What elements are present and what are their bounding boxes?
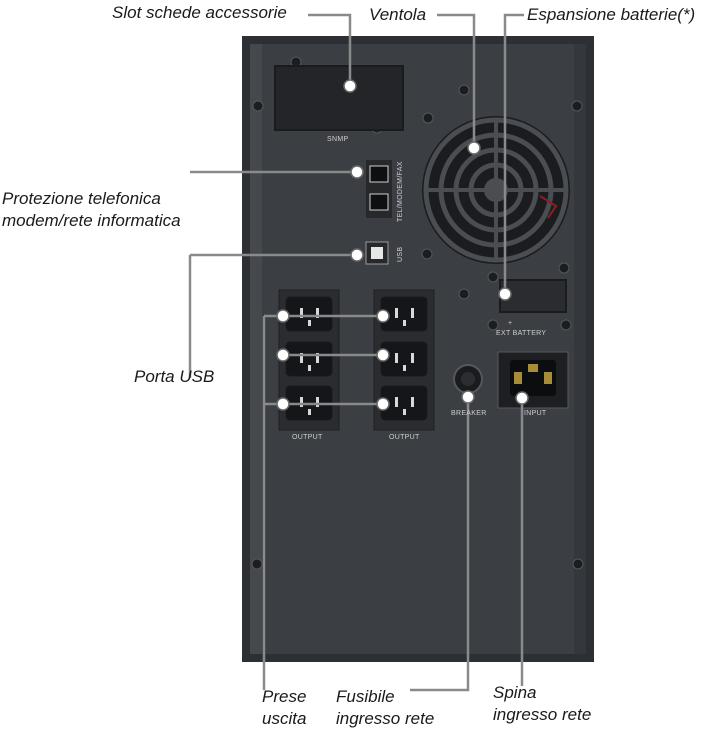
callout-plug-line2: ingresso rete: [493, 705, 592, 724]
callout-outlets-line1: Prese: [262, 687, 307, 706]
callout-markers: [276, 79, 529, 411]
callout-fan: Ventola: [369, 5, 427, 24]
ext-battery-plus-label: +: [508, 320, 513, 327]
callout-phone-protection-line2: modem/rete informatica: [2, 211, 181, 230]
socket-pins: [300, 308, 414, 415]
callout-slot: Slot schede accessorie: [112, 3, 287, 22]
callout-plug-line1: Spina: [493, 683, 537, 702]
callout-usb-port: Porta USB: [134, 367, 215, 386]
callout-phone-protection-line1: Protezione telefonica: [2, 189, 161, 208]
input-label: INPUT: [524, 410, 547, 417]
tel-modem-fax-label: TEL/MODEM/FAX: [397, 161, 404, 222]
callout-phone-protection: Protezione telefonica modem/rete informa…: [2, 188, 181, 232]
callout-outlets-line2: uscita: [262, 709, 307, 728]
breaker-label: BREAKER: [451, 410, 487, 417]
usb-label: USB: [397, 246, 404, 262]
accessory-slot-cover: [274, 65, 404, 131]
callout-fuse: Fusibile ingresso rete: [336, 686, 434, 730]
rj11-port-in: [369, 165, 389, 183]
fan-grille: [422, 116, 570, 264]
callout-battery-expansion: Espansione batterie(*): [527, 5, 696, 24]
callout-plug: Spina ingresso rete: [493, 682, 591, 726]
output-right-label: OUTPUT: [389, 434, 420, 441]
snmp-label: SNMP: [327, 136, 349, 143]
ext-battery-label: EXT BATTERY: [496, 330, 547, 337]
rj11-port-out: [369, 193, 389, 211]
callout-fuse-line1: Fusibile: [336, 687, 395, 706]
callout-outlets: Prese uscita: [262, 686, 306, 730]
callout-fuse-line2: ingresso rete: [336, 709, 435, 728]
output-left-label: OUTPUT: [292, 434, 323, 441]
